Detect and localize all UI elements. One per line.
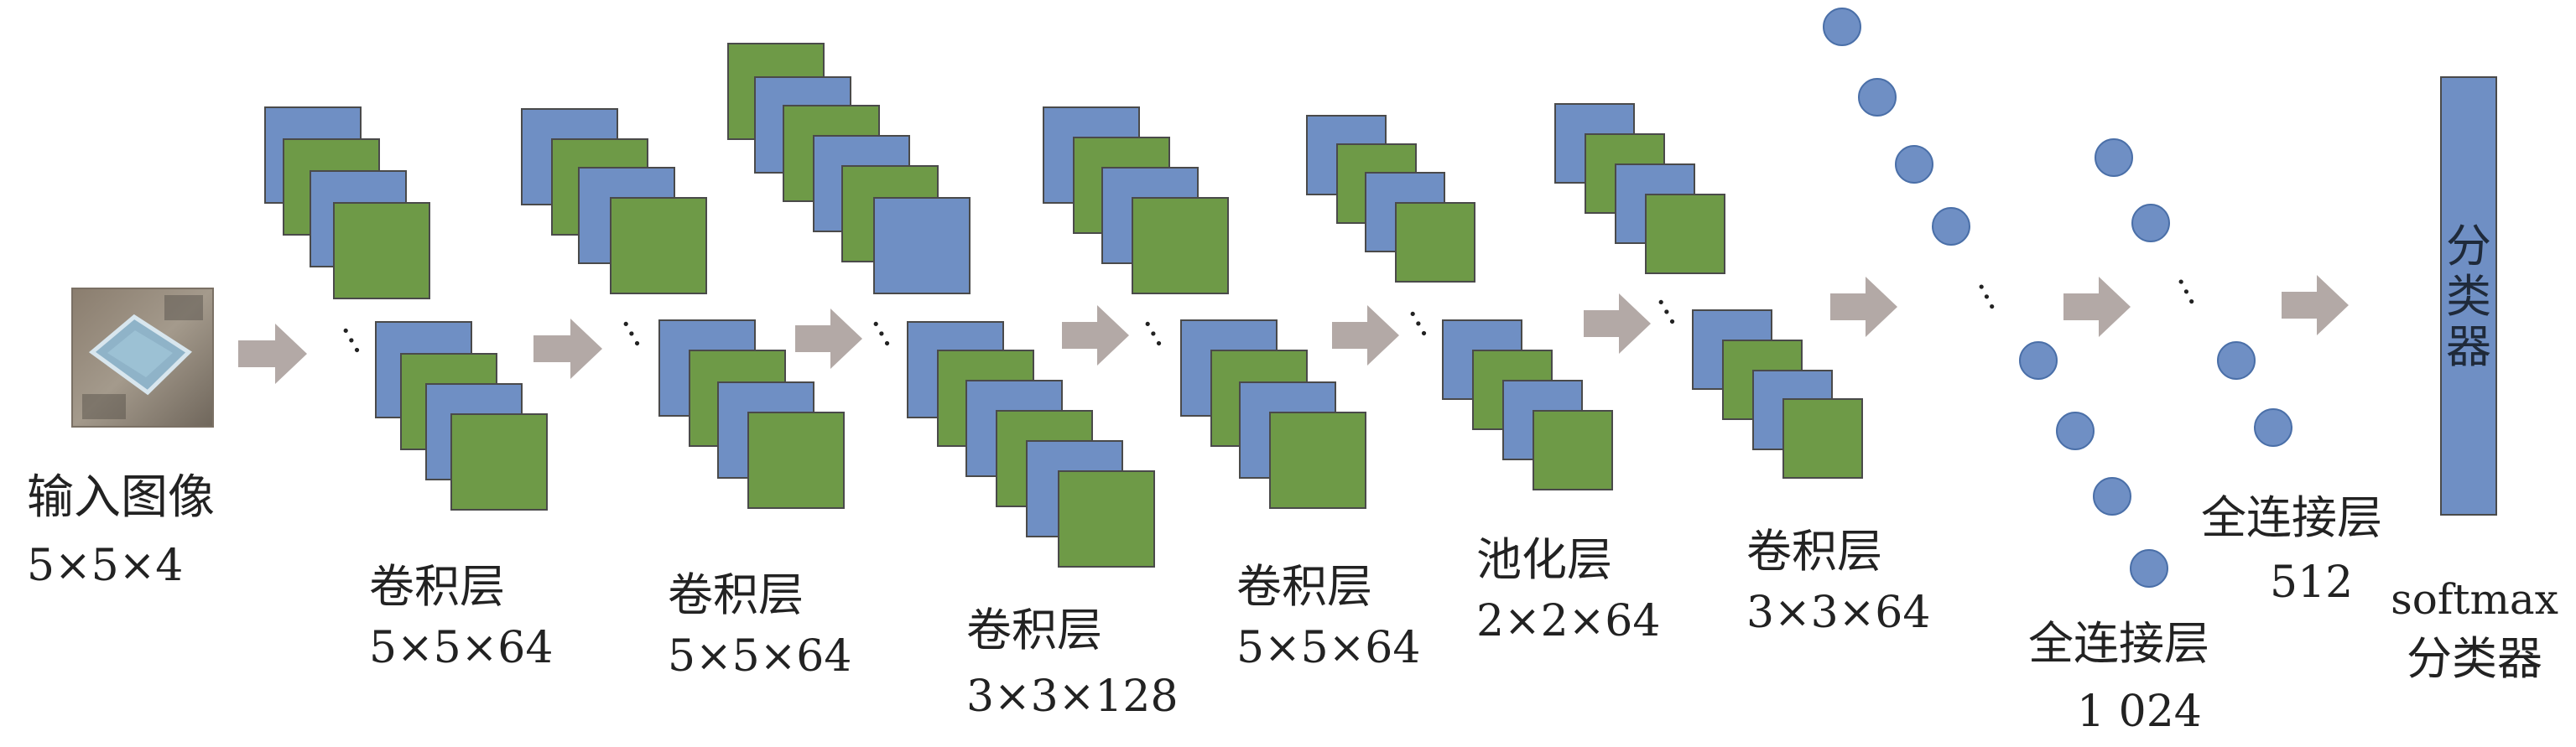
- conv-layer-4-maps: …: [1043, 106, 1366, 509]
- ellipsis: …: [2169, 263, 2219, 311]
- ellipsis: …: [614, 305, 664, 354]
- fc-layer-2-nodes: [2095, 138, 2292, 447]
- pool-layer-5-top-stack: [1306, 115, 1475, 283]
- conv-layer-6-bottom-stack: [1692, 309, 1863, 479]
- conv-layer-4-top-stack: [1043, 106, 1229, 294]
- classifier-label-line1: softmax: [2391, 575, 2558, 624]
- conv-layer-1-label: 卷积层: [369, 560, 505, 613]
- ellipsis: …: [1970, 268, 2019, 316]
- feature-map: [1533, 410, 1613, 490]
- arrow-icon: [2063, 277, 2131, 337]
- conv-layer-4-bottom-stack: [1180, 319, 1366, 509]
- conv-layer-3-label: 卷积层: [966, 604, 1102, 656]
- conv-layer-3-size: 3×3×128: [966, 672, 1179, 722]
- neuron-node: [2254, 408, 2292, 447]
- neuron-node: [2131, 204, 2170, 242]
- arrow-icon: [1062, 305, 1129, 366]
- classifier-bar: [2440, 76, 2497, 516]
- fc-layer-1-label: 全连接层: [2028, 617, 2209, 670]
- pool-layer-5-label: 池化层: [1476, 533, 1612, 586]
- conv-layer-6-size: 3×3×64: [1746, 588, 1930, 638]
- pool-layer-5-size: 2×2×64: [1476, 596, 1660, 646]
- conv-layer-3-maps: …: [727, 43, 1155, 568]
- ellipsis: …: [1136, 305, 1186, 354]
- feature-map: [1058, 470, 1155, 568]
- conv-layer-6-label: 卷积层: [1746, 525, 1882, 578]
- pool-layer-5-bottom-stack: [1442, 319, 1613, 490]
- conv-layer-4-size: 5×5×64: [1236, 623, 1420, 673]
- feature-map: [1645, 194, 1725, 274]
- feature-map: [1782, 398, 1863, 479]
- feature-map: [333, 202, 430, 299]
- feature-map: [1395, 202, 1475, 283]
- neuron-node: [2095, 138, 2133, 177]
- input-image: [71, 288, 214, 428]
- conv-layer-1-maps: …: [264, 106, 548, 511]
- conv-layer-1-bottom-stack: [375, 321, 548, 511]
- classifier-bar-char-2: 类: [2446, 270, 2491, 323]
- arrow-icon: [238, 324, 307, 384]
- conv-layer-3-bottom-stack: [907, 321, 1155, 568]
- conv-layer-2-bottom-stack: [658, 319, 845, 509]
- feature-map: [1269, 412, 1366, 509]
- fc-layer-2-size: 512: [2270, 558, 2353, 608]
- fc-layer-1-nodes: [1823, 8, 2168, 588]
- neuron-node: [2130, 549, 2168, 588]
- conv-layer-1-top-stack: [264, 106, 430, 299]
- arrow-icon: [2282, 275, 2349, 335]
- conv-layer-4-label: 卷积层: [1236, 560, 1372, 613]
- classifier-bar-char-1: 分: [2446, 220, 2491, 272]
- softmax-classifier: 分 类 器: [2440, 76, 2497, 516]
- classifier-bar-char-3: 器: [2446, 320, 2491, 373]
- arrow-icon: [795, 309, 862, 369]
- conv-layer-6-top-stack: [1554, 103, 1725, 274]
- neuron-node: [1895, 145, 1933, 184]
- neuron-node: [1932, 207, 1970, 246]
- arrow-icon: [1830, 277, 1897, 337]
- pool-layer-5-maps: …: [1306, 115, 1613, 490]
- neuron-node: [1858, 78, 1897, 117]
- arrow-icon: [1584, 293, 1651, 354]
- fc-layer-1-size: 1 024: [2077, 687, 2202, 737]
- arrow-icon: [1332, 305, 1399, 366]
- arrow-icon: [533, 319, 602, 379]
- neuron-node: [2019, 341, 2058, 380]
- flow-arrows: [238, 275, 2349, 384]
- feature-map: [610, 197, 707, 294]
- neuron-node: [2093, 477, 2131, 516]
- classifier-label-line2: 分类器: [2407, 632, 2542, 685]
- conv-layer-2-size: 5×5×64: [668, 631, 851, 682]
- conv-layer-2-maps: …: [521, 108, 845, 509]
- neuron-node: [2056, 412, 2095, 450]
- neuron-node: [2217, 341, 2256, 380]
- conv-layer-6-maps: …: [1554, 103, 1863, 479]
- feature-map: [873, 197, 971, 294]
- input-label: 输入图像: [27, 470, 215, 525]
- conv-layer-2-top-stack: [521, 108, 707, 294]
- feature-map: [1132, 197, 1229, 294]
- neuron-node: [1823, 8, 1861, 46]
- feature-map: [747, 412, 845, 509]
- conv-layer-1-size: 5×5×64: [369, 623, 553, 673]
- conv-layer-3-top-stack: [727, 43, 971, 294]
- fc-layer-2-label: 全连接层: [2201, 491, 2382, 544]
- feature-map: [450, 413, 548, 511]
- input-size: 5×5×4: [27, 541, 183, 591]
- conv-layer-2-label: 卷积层: [668, 568, 804, 621]
